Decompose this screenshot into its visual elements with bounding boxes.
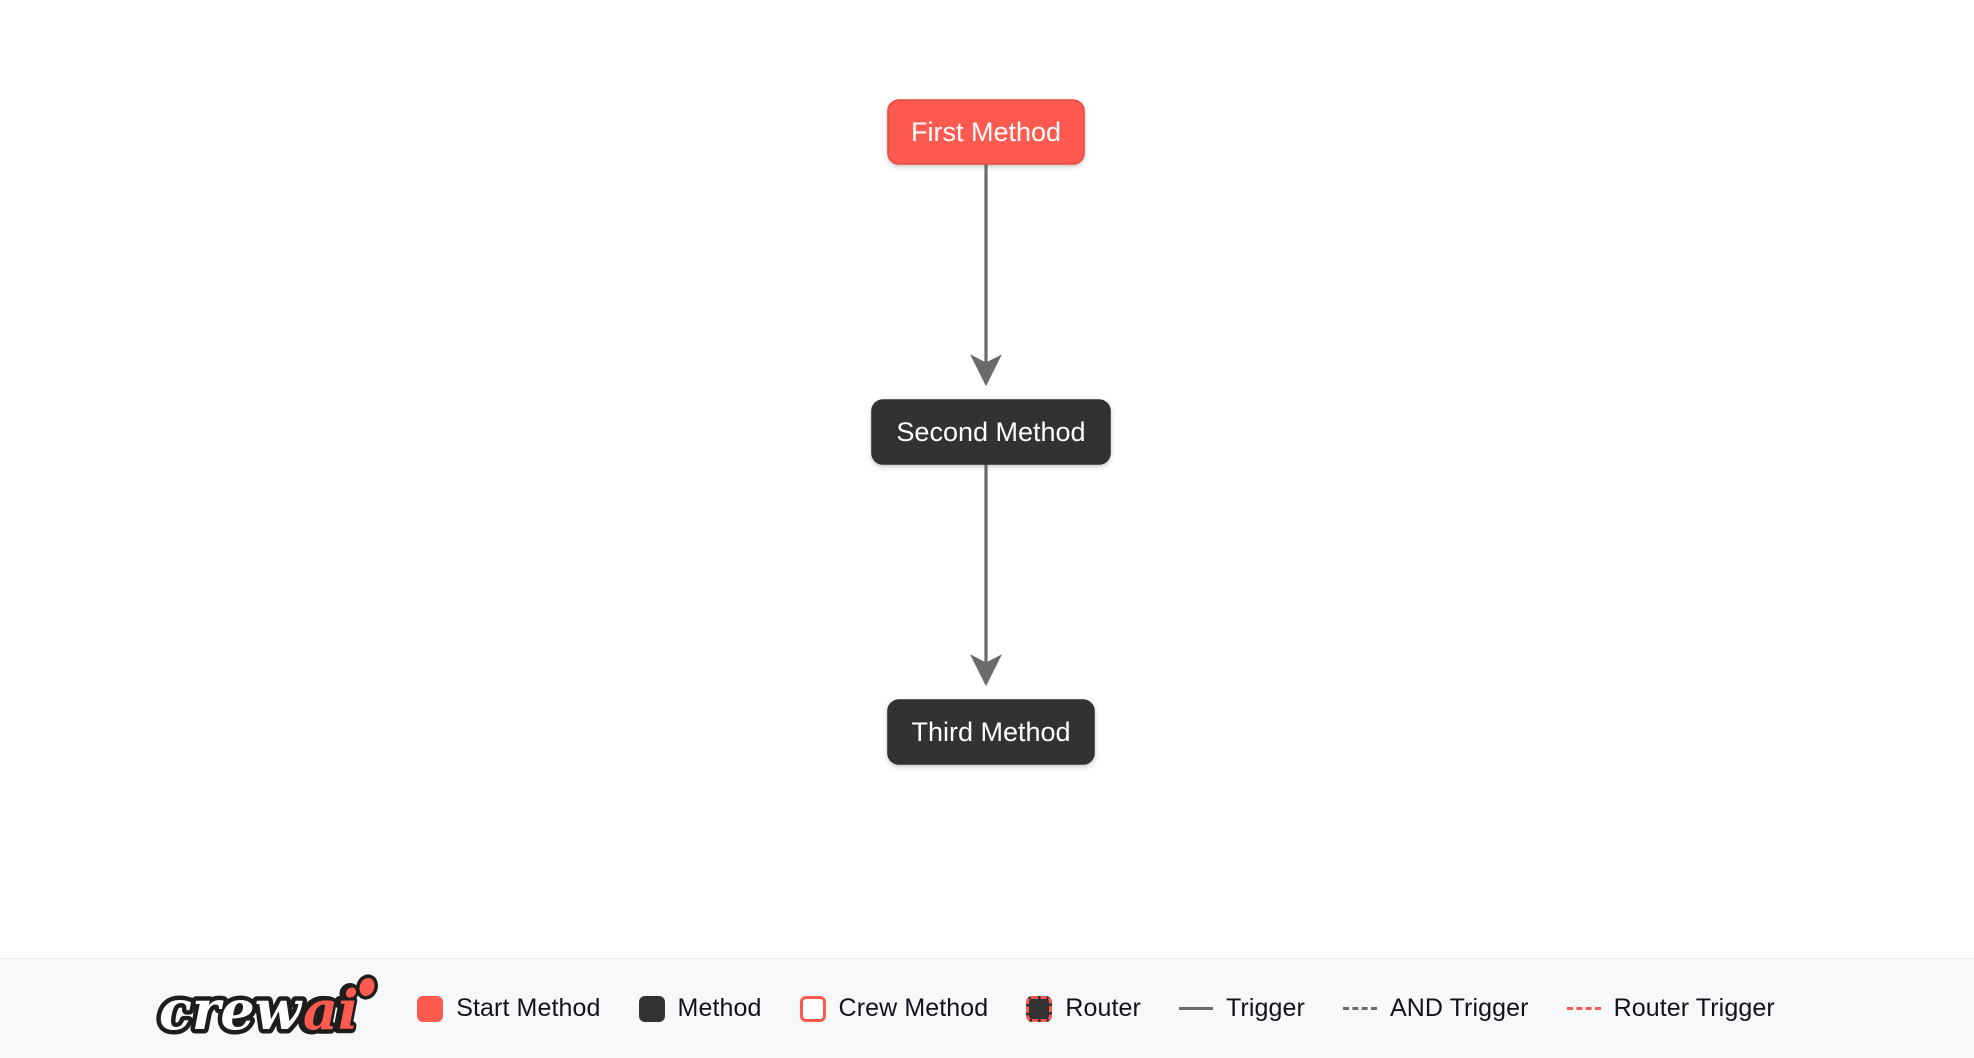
legend-row: crewai crew ai Start Method Method Crew … (155, 973, 1775, 1045)
node-first-method-label: First Method (911, 117, 1061, 147)
crewai-logo-dot-icon (356, 973, 379, 1000)
legend-label-router-trigger: Router Trigger (1613, 994, 1775, 1022)
trigger-line-icon (1178, 1007, 1213, 1010)
crewai-logo-text-accent: ai (303, 978, 359, 1042)
legend-label-and-trigger: AND Trigger (1389, 994, 1529, 1022)
crewai-logo-wordmark: crewai crew ai (155, 973, 379, 1045)
flow-diagram: First Method Second Method Third Method (871, 99, 1111, 765)
node-first-method[interactable]: First Method (887, 99, 1085, 165)
legend-label-router: Router (1065, 994, 1141, 1022)
node-first-method-shape[interactable] (887, 99, 1085, 165)
method-swatch-icon (638, 995, 665, 1022)
legend-item-router: Router (1026, 994, 1141, 1023)
crew-method-swatch-icon (799, 995, 826, 1022)
node-third-method[interactable]: Third Method (887, 699, 1095, 765)
crewai-logo: crewai crew ai (155, 973, 379, 1045)
legend-item-crew-method: Crew Method (799, 994, 989, 1023)
legend-item-router-trigger: Router Trigger (1566, 994, 1775, 1023)
node-second-method-label: Second Method (896, 417, 1085, 447)
legend-label-start-method: Start Method (456, 994, 601, 1022)
legend-label-method: Method (677, 994, 762, 1022)
node-second-method[interactable]: Second Method (871, 399, 1111, 465)
node-third-method-shape[interactable] (887, 699, 1095, 765)
crewai-logo-outline: crewai (159, 978, 357, 1042)
router-swatch-icon (1026, 995, 1053, 1022)
legend-label-crew-method: Crew Method (838, 994, 989, 1022)
legend-item-start-method: Start Method (417, 994, 600, 1023)
start-method-swatch-icon (417, 995, 444, 1022)
legend-item-and-trigger: AND Trigger (1342, 994, 1529, 1023)
legend-label-trigger: Trigger (1225, 994, 1305, 1022)
flow-canvas: First Method Second Method Third Method (871, 99, 1111, 765)
and-trigger-line-icon (1342, 1007, 1377, 1010)
node-third-method-label: Third Method (911, 717, 1070, 747)
legend-footer: crewai crew ai Start Method Method Crew … (0, 958, 1974, 1058)
router-trigger-line-icon (1566, 1007, 1601, 1010)
legend-item-trigger: Trigger (1178, 994, 1305, 1023)
crewai-logo-text-primary: crew (159, 978, 304, 1042)
legend-item-method: Method (638, 994, 762, 1023)
node-second-method-shape[interactable] (871, 399, 1111, 465)
